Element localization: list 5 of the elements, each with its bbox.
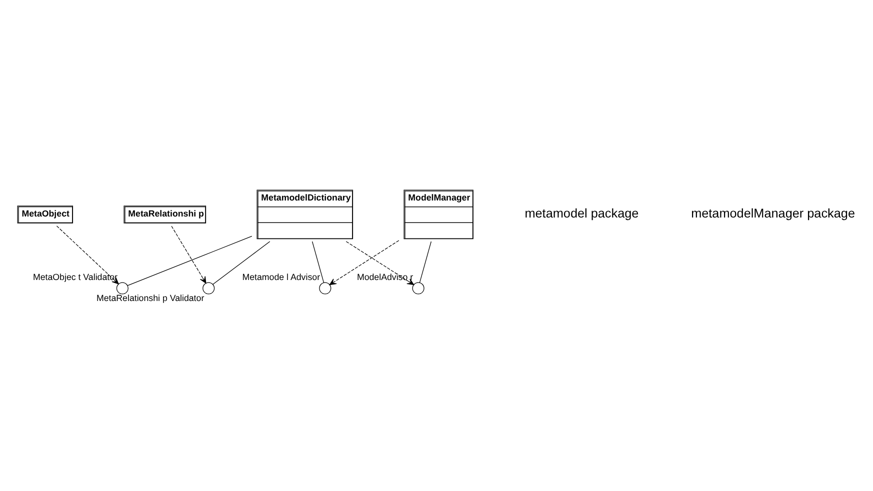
node-label: MetaRelationshi p Validator xyxy=(96,293,204,304)
label: metamodel package xyxy=(524,206,639,221)
label: metamodelManager package xyxy=(691,206,856,221)
node-label: Metamode l Advisor xyxy=(242,272,320,282)
node-label: ModelAdviso r xyxy=(356,272,414,282)
